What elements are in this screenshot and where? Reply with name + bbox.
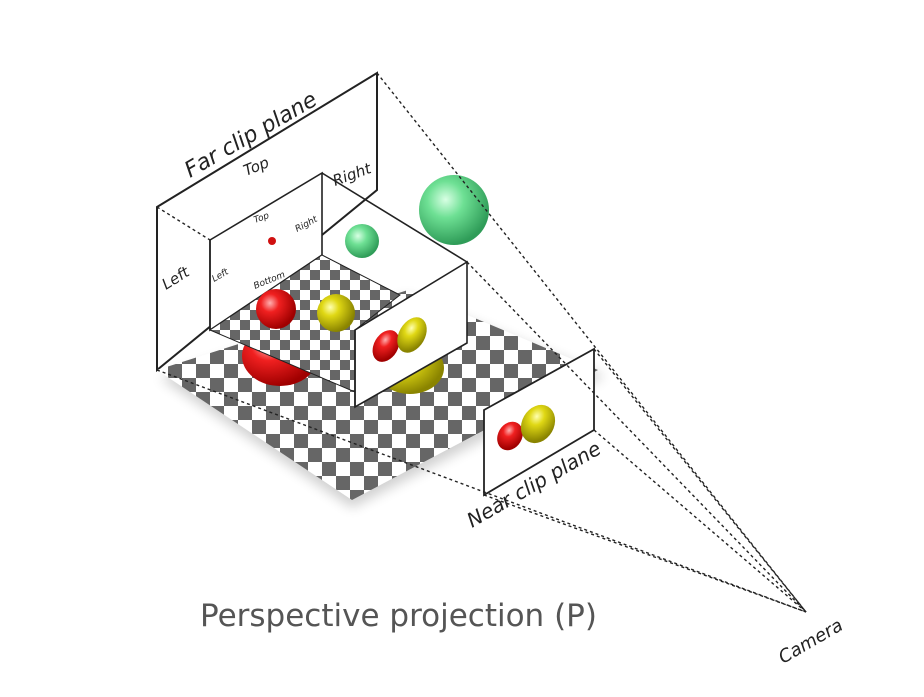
- green-sphere-large: [419, 175, 489, 245]
- camera-label: Camera: [775, 615, 847, 669]
- yellow-sphere-inner: [317, 294, 355, 332]
- green-sphere-small: [345, 224, 379, 258]
- red-point: [268, 237, 276, 245]
- diagram-caption: Perspective projection (P): [200, 598, 597, 634]
- red-sphere-inner: [256, 289, 296, 329]
